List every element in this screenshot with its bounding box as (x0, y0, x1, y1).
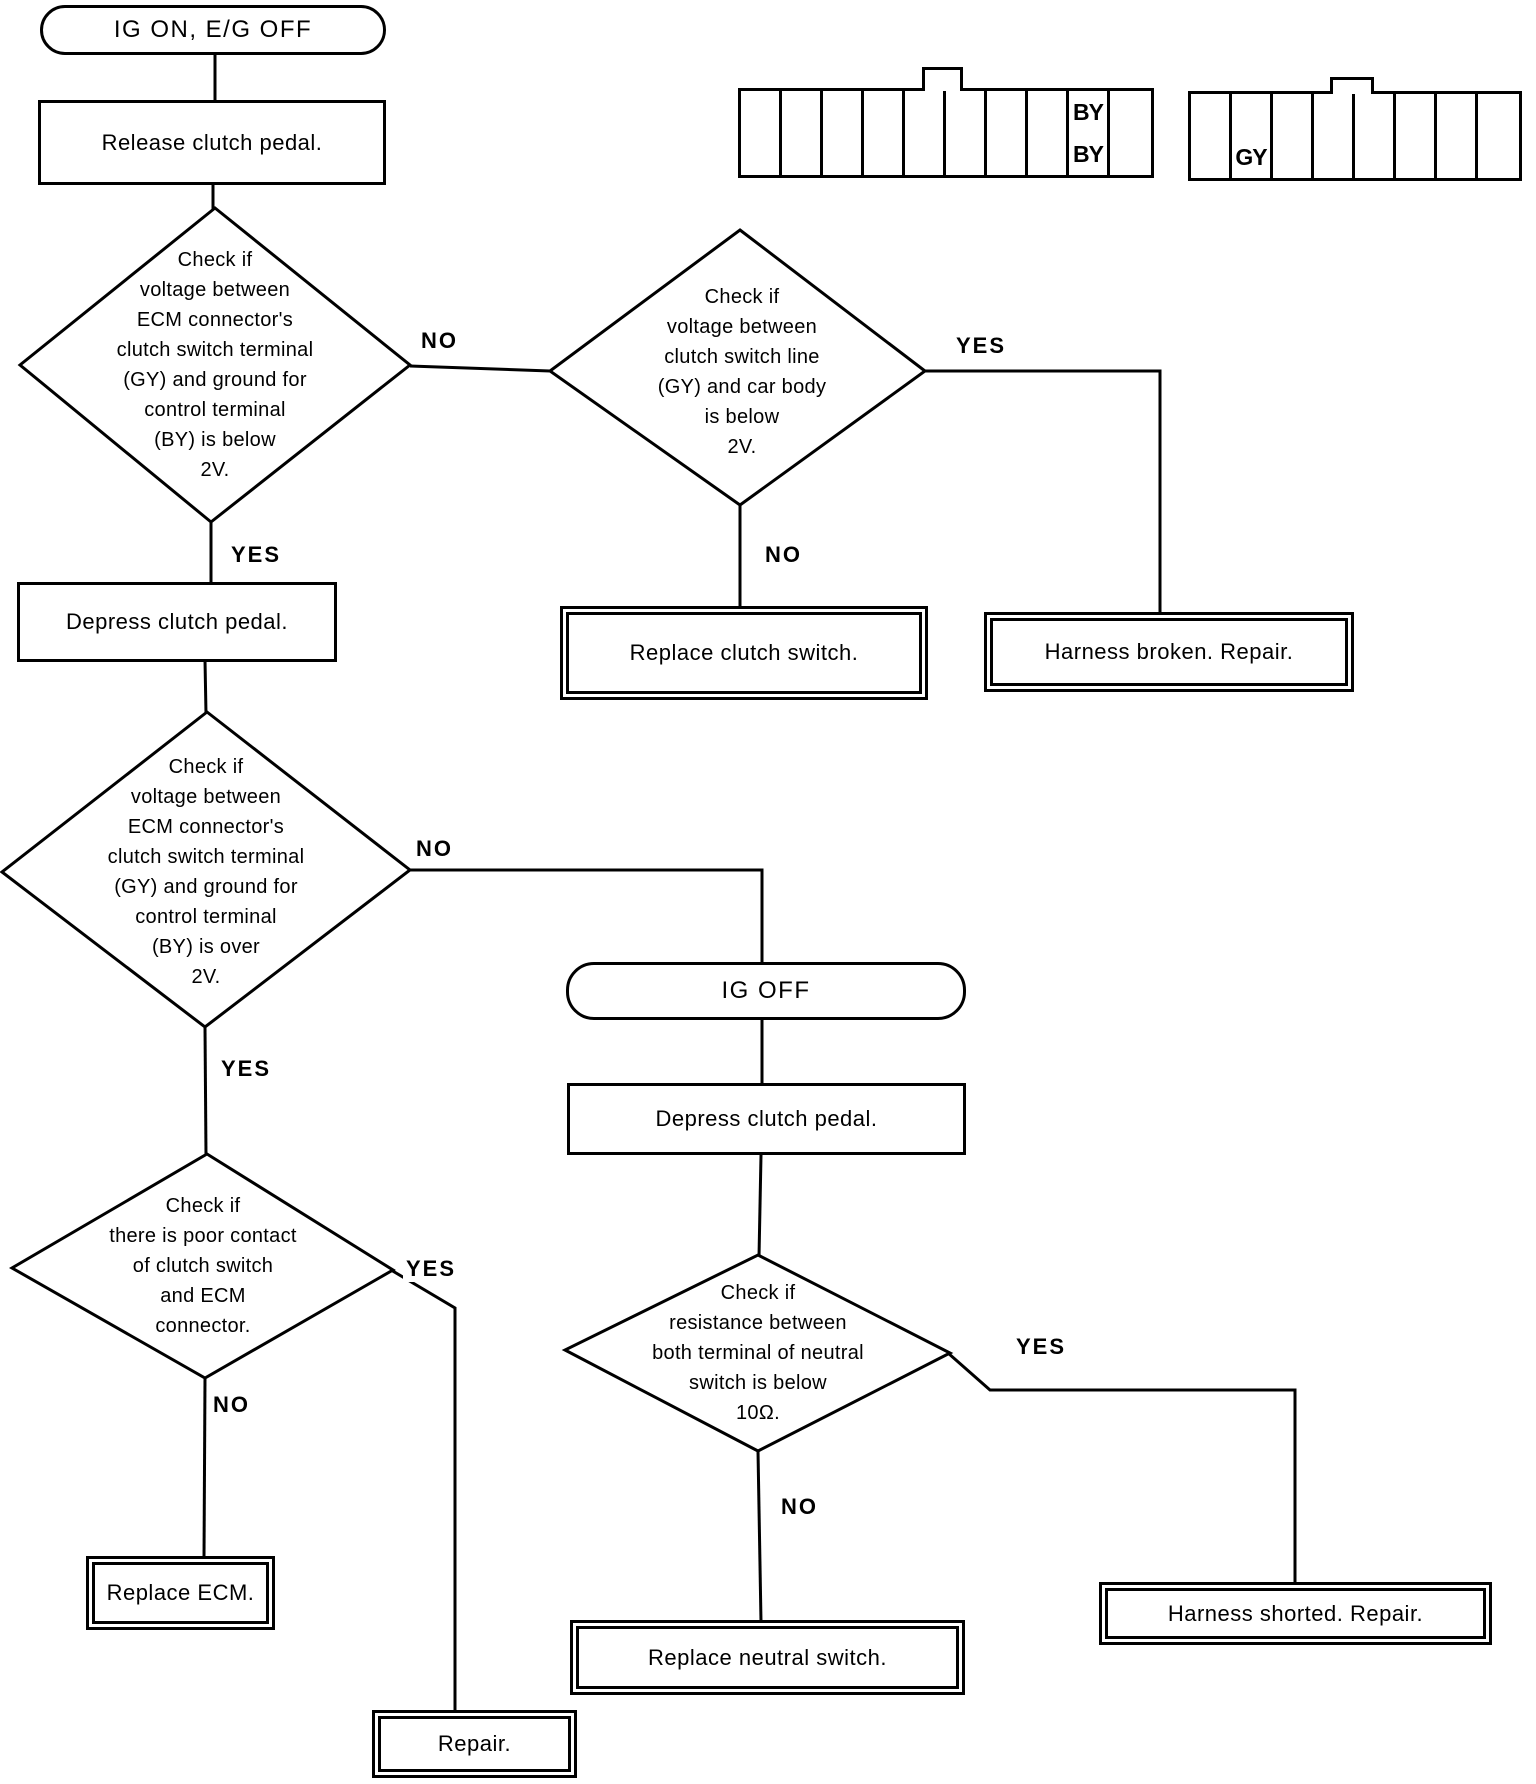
terminal-repair: Repair. (372, 1710, 577, 1778)
decision-clutch-switch-line-outline (547, 228, 928, 507)
edge-label-yes-decision1: YES (228, 542, 285, 568)
connector-pin (1314, 94, 1355, 136)
terminal-harness-broken-repair: Harness broken. Repair. (984, 612, 1354, 692)
process-depress-clutch-pedal-1: Depress clutch pedal. (17, 582, 337, 662)
terminator-ig-off: IG OFF (566, 962, 966, 1020)
connector-pin: BY (1069, 91, 1110, 133)
flow-line-decision3-no (409, 868, 764, 964)
connector-pin (1028, 133, 1069, 175)
edge-label-yes-decision2: YES (953, 333, 1010, 359)
connector-pin (741, 133, 782, 175)
connector-pin (1437, 94, 1478, 136)
connector-pin (1191, 94, 1232, 136)
start-terminator: IG ON, E/G OFF (40, 5, 386, 55)
edge-label-yes-decision4: YES (403, 1256, 460, 1282)
connector-pin (1396, 94, 1437, 136)
flow-line-depress1-to-decision3 (203, 659, 208, 715)
flow-line-decision5-yes (947, 1351, 1297, 1584)
decision-poor-contact-text: Check if there is poor contact of clutch… (109, 1195, 297, 1337)
edge-label-no-decision4: NO (210, 1392, 253, 1418)
connector-pin (905, 133, 946, 175)
flow-line-depress2-to-decision5 (757, 1154, 763, 1258)
connector-pin (782, 91, 823, 133)
process-depress-clutch-pedal-2: Depress clutch pedal. (567, 1083, 966, 1155)
connector-pin (823, 91, 864, 133)
decision-ecm-voltage-below-text: Check if voltage between ECM connector's… (116, 249, 314, 481)
terminal-replace-neutral-switch: Replace neutral switch. (570, 1620, 965, 1695)
connector-pin (1232, 94, 1273, 136)
connector-pin-row: BY (741, 133, 1151, 175)
flow-line-decision5-no (756, 1450, 763, 1623)
flow-line-decision4-yes (390, 1268, 457, 1712)
connector-pin-row (1191, 94, 1519, 136)
connector-pin (1355, 94, 1396, 136)
connector-lock-tab (1330, 77, 1374, 94)
connector-pin (823, 133, 864, 175)
decision-clutch-switch-line-text: Check if voltage between clutch switch l… (657, 286, 827, 458)
terminal-harness-shorted-repair: Harness shorted. Repair. (1099, 1582, 1492, 1645)
edge-label-yes-decision3: YES (218, 1056, 275, 1082)
connector-pin (741, 91, 782, 133)
connector-pin (946, 91, 987, 133)
ecm-connector-diagram-right: GY (1188, 77, 1522, 181)
connector-lock-tab (922, 67, 963, 91)
connector-pin (1437, 136, 1478, 178)
decision-neutral-resistance-outline (561, 1253, 954, 1453)
connector-pin (987, 91, 1028, 133)
decision-neutral-resistance-text: Check if resistance between both termina… (652, 1282, 864, 1424)
flow-line-decision3-yes (203, 1026, 208, 1157)
decision-poor-contact-outline (8, 1152, 396, 1380)
flow-line-decision2-yes (923, 369, 1162, 614)
connector-pin (864, 133, 905, 175)
edge-label-no-decision5: NO (778, 1494, 821, 1520)
connector-pin (1273, 136, 1314, 178)
connector-pin (987, 133, 1028, 175)
connector-pin (905, 91, 946, 133)
flow-line-decision4-no (202, 1377, 207, 1559)
connector-pin (864, 91, 905, 133)
decision-ecm-voltage-over-outline (0, 710, 413, 1029)
connector-pin (1478, 94, 1519, 136)
edge-label-yes-decision5: YES (1013, 1334, 1070, 1360)
connector-pin (782, 133, 823, 175)
connector-pin (1191, 136, 1232, 178)
decision-ecm-voltage-over-text: Check if voltage between ECM connector's… (107, 756, 305, 988)
edge-label-no-decision1: NO (418, 328, 461, 354)
connector-pin (1355, 136, 1396, 178)
process-release-clutch-pedal: Release clutch pedal. (38, 100, 386, 185)
terminal-replace-clutch-switch: Replace clutch switch. (560, 606, 928, 700)
connector-pin-row: GY (1191, 136, 1519, 178)
connector-pin (1314, 136, 1355, 178)
connector-pin-row: BY (741, 91, 1151, 133)
connector-pin: GY (1232, 136, 1273, 178)
connector-pin (1028, 91, 1069, 133)
flow-line-decision1-no (409, 364, 551, 373)
terminal-replace-ecm: Replace ECM. (86, 1556, 275, 1630)
connector-pin (1396, 136, 1437, 178)
connector-pin (1110, 133, 1151, 175)
connector-pin: BY (1069, 133, 1110, 175)
edge-label-no-decision2: NO (762, 542, 805, 568)
connector-pin (1110, 91, 1151, 133)
connector-pin (1478, 136, 1519, 178)
connector-pin (946, 133, 987, 175)
decision-ecm-voltage-below-outline (17, 206, 413, 524)
connector-pin (1273, 94, 1314, 136)
edge-label-no-decision3: NO (413, 836, 456, 862)
